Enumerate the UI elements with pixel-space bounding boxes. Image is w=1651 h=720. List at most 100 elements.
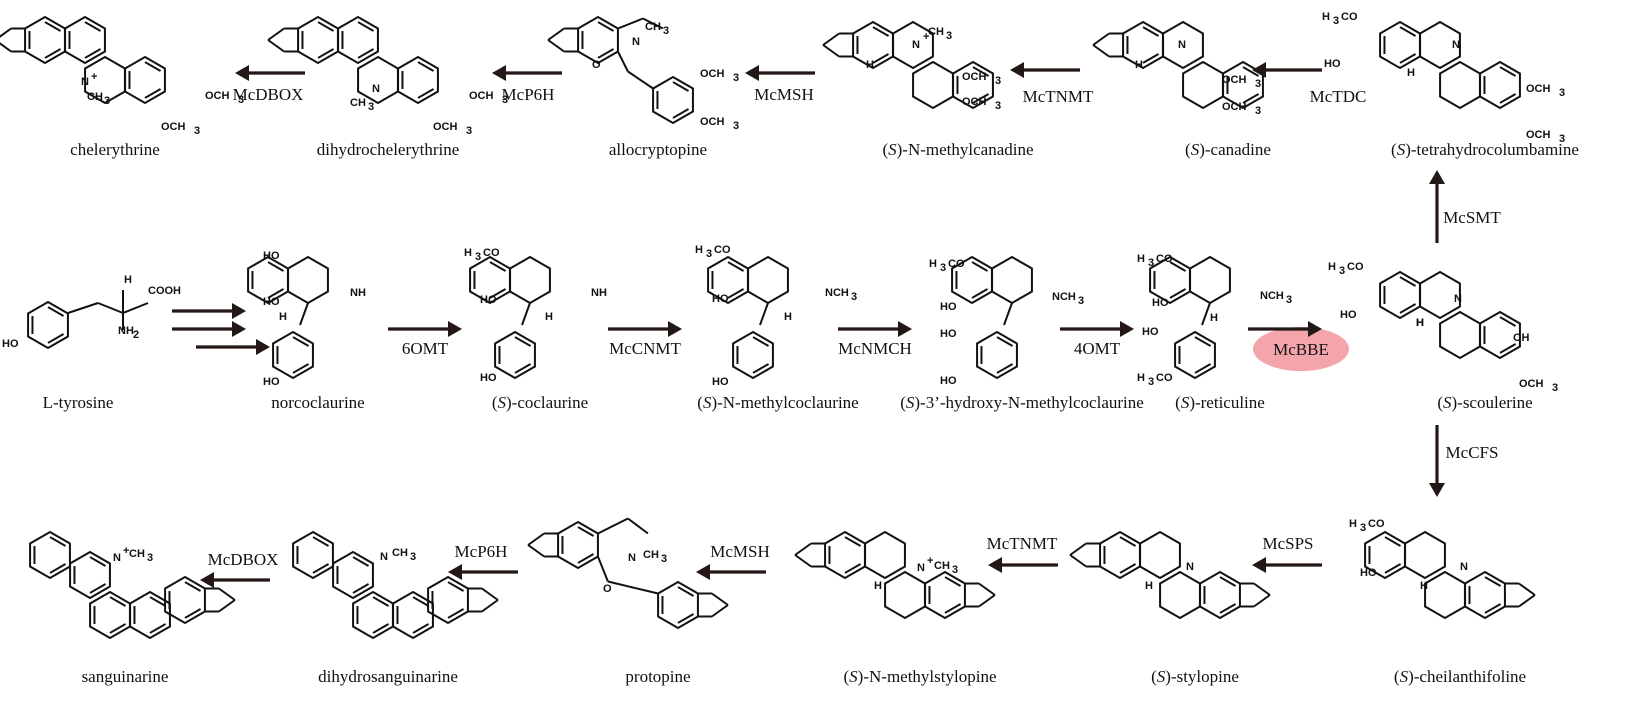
atom-label: H	[1416, 317, 1424, 329]
reaction-mcsps: McSPS	[1252, 534, 1322, 573]
atom-label: N	[632, 36, 640, 48]
stereo-prefix: (	[844, 667, 850, 686]
compound-label-s_reticuline: (S)-reticuline	[1175, 393, 1265, 412]
atom-label: NH	[350, 287, 366, 299]
reaction-mcp6h_bot: McP6H	[448, 542, 518, 580]
arrow-head-icon	[235, 65, 249, 81]
stereo-prefix: (	[900, 393, 906, 412]
atom-label: H	[1137, 253, 1145, 265]
atom-label: COOH	[148, 285, 181, 297]
structure-norcoclaurine	[247, 255, 329, 380]
reaction-mctnmt_bot: McTNMT	[987, 534, 1058, 573]
atom-label: 3	[1148, 376, 1154, 388]
atom-label: NH	[591, 287, 607, 299]
stereo-prefix: (	[492, 393, 498, 412]
compound-name: protopine	[625, 667, 690, 686]
compound-name: norcoclaurine	[271, 393, 364, 412]
compound-label-protopine: protopine	[625, 667, 690, 686]
structure-s_reticuline	[1149, 255, 1231, 380]
atom-label: N	[917, 562, 925, 574]
atom-label: 3	[368, 101, 374, 113]
atom-label: CH	[934, 560, 950, 572]
atom-label: HO	[263, 376, 280, 388]
atom-label: 3	[1552, 382, 1558, 394]
atom-label: HO	[1340, 309, 1357, 321]
atom-label: 3	[238, 94, 244, 106]
compound-label-s_N_methylstylopine: (S)-N-methylstylopine	[844, 667, 997, 686]
atom-label: 3	[946, 30, 952, 42]
compound-name: coclaurine	[517, 393, 588, 412]
stereo-descriptor: S	[1181, 393, 1190, 412]
atom-label: H	[1407, 67, 1415, 79]
stereo-descriptor: S	[498, 393, 507, 412]
enzyme-label: McCNMT	[609, 339, 681, 358]
enzyme-label: McMSH	[710, 542, 770, 561]
arrow-head-icon	[448, 321, 462, 337]
stereo-prefix-close: )-	[711, 393, 723, 412]
arrow-head-icon	[200, 572, 214, 588]
structure-dihydrochelerythrine	[267, 15, 439, 105]
compound-name: stylopine	[1177, 667, 1239, 686]
atom-label: 3	[661, 553, 667, 565]
stereo-descriptor: S	[1443, 393, 1452, 412]
atom-label: 3	[1559, 87, 1565, 99]
stereo-descriptor: S	[703, 393, 712, 412]
atom-label: H	[1328, 261, 1336, 273]
compound-name: N-methylcanadine	[908, 140, 1034, 159]
atom-label: N	[1186, 561, 1194, 573]
atom-label: 3	[147, 552, 153, 564]
stereo-descriptor: S	[1397, 140, 1406, 159]
atom-label: +	[923, 31, 929, 43]
reaction-mcnmch: McNMCH	[838, 321, 912, 358]
compound-label-norcoclaurine: norcoclaurine	[271, 393, 364, 412]
arrow-head-icon	[492, 65, 506, 81]
atom-label: HO	[940, 301, 957, 313]
arrow-head-icon	[1120, 321, 1134, 337]
enzyme-label: McSPS	[1262, 534, 1313, 553]
reaction-mcmsh_bot: McMSH	[696, 542, 770, 580]
arrow-head-icon	[988, 557, 1002, 573]
reaction-tyr3	[196, 339, 270, 355]
atom-label: HO	[2, 338, 19, 350]
enzyme-label: McDBOX	[233, 85, 304, 104]
stereo-prefix-close: )-	[506, 393, 518, 412]
stereo-prefix: (	[1175, 393, 1181, 412]
reaction-mcp6h_top: McP6H	[492, 65, 562, 104]
atom-label: CO	[1156, 253, 1173, 265]
atom-label: H	[1135, 59, 1143, 71]
atom-label: HO	[1324, 58, 1341, 70]
compound-label-l_tyrosine: L-tyrosine	[43, 393, 114, 412]
atom-label: 3	[1255, 105, 1261, 117]
arrow-head-icon	[232, 321, 246, 337]
compound-label-s_coclaurine: (S)-coclaurine	[492, 393, 588, 412]
compound-label-allocryptopine: allocryptopine	[609, 140, 707, 159]
structure-sN_methylcanadine	[822, 20, 994, 110]
atom-label: CO	[1156, 372, 1173, 384]
reaction-mctnmt_top: McTNMT	[1010, 62, 1094, 106]
reaction-tyr2	[172, 321, 246, 337]
arrow-head-icon	[1252, 557, 1266, 573]
stereo-descriptor: S	[1157, 667, 1166, 686]
arrow-head-icon	[256, 339, 270, 355]
atom-label: OCH	[1526, 83, 1551, 95]
arrow-head-icon	[898, 321, 912, 337]
arrow-head-icon	[1252, 62, 1266, 78]
atom-label: 3	[1286, 294, 1292, 306]
enzyme-label: McDBOX	[208, 550, 279, 569]
stereo-prefix-close: )-	[1189, 393, 1201, 412]
atom-label: N	[912, 39, 920, 51]
compound-name: tetrahydrocolumbamine	[1417, 140, 1579, 159]
compound-label-s_stylopine: (S)-stylopine	[1151, 667, 1239, 686]
structure-s_canadine	[1092, 20, 1264, 110]
atom-label: CH	[643, 549, 659, 561]
atom-label: N	[1452, 39, 1460, 51]
atom-label: 3	[475, 251, 481, 263]
atom-label: 3	[995, 75, 1001, 87]
structure-s_N_methylstylopine	[794, 530, 996, 620]
compound-name: reticuline	[1201, 393, 1265, 412]
compound-name: allocryptopine	[609, 140, 707, 159]
atom-label: CH	[392, 547, 408, 559]
stereo-descriptor: S	[888, 140, 897, 159]
atom-label: NCH	[1052, 291, 1076, 303]
